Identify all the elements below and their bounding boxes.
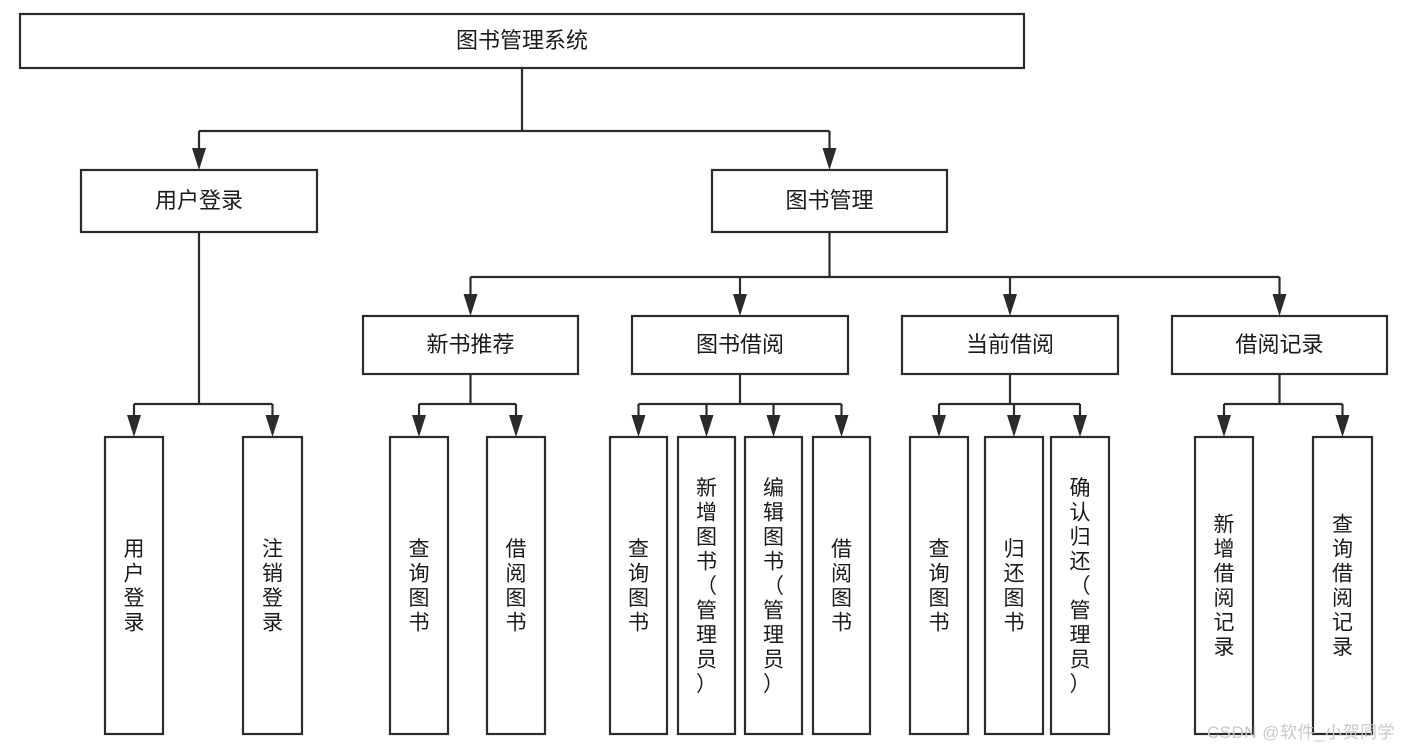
node-label: 当前借阅 xyxy=(966,332,1054,357)
node-borrow-record[interactable]: 借阅记录 xyxy=(1170,314,1389,376)
node-label: 新增图书（管理员） xyxy=(696,477,717,696)
node-box[interactable] xyxy=(608,435,669,736)
arrow-head-icon xyxy=(932,415,946,437)
arrow-head-icon xyxy=(766,415,781,437)
node-leaf-confirm-return[interactable]: 确认归还（管理员） xyxy=(1049,435,1111,736)
node-label: 图书管理系统 xyxy=(456,28,588,53)
node-box[interactable] xyxy=(361,314,580,376)
node-box[interactable] xyxy=(900,314,1120,376)
arrow-head-icon xyxy=(822,148,837,170)
node-root[interactable]: 图书管理系统 xyxy=(18,12,1026,70)
node-user-login[interactable]: 用户登录 xyxy=(79,168,319,234)
node-new-book-recommend[interactable]: 新书推荐 xyxy=(361,314,580,376)
arrow-head-icon xyxy=(1335,415,1350,437)
node-leaf-add-record[interactable]: 新增借阅记录 xyxy=(1193,435,1255,736)
node-box[interactable] xyxy=(1049,435,1111,736)
node-label: 借阅图书 xyxy=(506,538,527,635)
node-label: 图书管理 xyxy=(785,188,873,213)
arrow-head-icon xyxy=(1217,415,1231,437)
edge-group-borrow-record xyxy=(1217,374,1350,437)
node-label: 归还图书 xyxy=(1004,538,1025,635)
edge-group-root xyxy=(192,68,837,170)
arrow-head-icon xyxy=(192,148,206,170)
arrow-head-icon xyxy=(699,415,714,437)
node-box[interactable] xyxy=(485,435,547,736)
node-box[interactable] xyxy=(18,12,1026,70)
node-leaf-borrow-book-rec[interactable]: 借阅图书 xyxy=(485,435,547,736)
node-box[interactable] xyxy=(1193,435,1255,736)
node-box[interactable] xyxy=(743,435,804,736)
arrow-head-icon xyxy=(733,294,747,316)
edge-group-user-login xyxy=(127,232,280,437)
node-box[interactable] xyxy=(79,168,319,234)
arrow-head-icon xyxy=(127,415,141,437)
arrow-head-icon xyxy=(265,415,280,437)
node-box[interactable] xyxy=(811,435,872,736)
arrow-head-icon xyxy=(509,415,523,437)
edge-group-book-manage xyxy=(463,232,1287,316)
node-label: 查询图书 xyxy=(929,538,950,635)
node-box[interactable] xyxy=(103,435,165,736)
node-box[interactable] xyxy=(1311,435,1374,736)
node-leaf-query-book-cur[interactable]: 查询图书 xyxy=(908,435,970,736)
node-label: 新书推荐 xyxy=(426,332,514,357)
connector-lines-layer xyxy=(127,68,1350,437)
node-box[interactable] xyxy=(710,168,949,234)
node-leaf-return-book[interactable]: 归还图书 xyxy=(983,435,1045,736)
node-label: 编辑图书（管理员） xyxy=(763,477,784,696)
node-label: 注销登录 xyxy=(262,538,283,635)
edge-group-current-borrow xyxy=(932,374,1087,437)
node-label: 借阅图书 xyxy=(831,538,852,635)
node-label: 用户登录 xyxy=(155,188,243,213)
node-label: 用户登录 xyxy=(124,538,145,635)
edge-group-book-borrow xyxy=(631,374,849,437)
arrow-head-icon xyxy=(412,415,426,437)
node-box[interactable] xyxy=(983,435,1045,736)
node-leaf-borrow-book[interactable]: 借阅图书 xyxy=(811,435,872,736)
arrow-head-icon xyxy=(1003,294,1017,316)
node-book-borrow[interactable]: 图书借阅 xyxy=(630,314,850,376)
node-label: 借阅记录 xyxy=(1235,332,1323,357)
node-label: 查询借阅记录 xyxy=(1332,514,1353,660)
node-label: 图书借阅 xyxy=(696,332,784,357)
node-label: 新增借阅记录 xyxy=(1214,514,1235,660)
node-leaf-user-login[interactable]: 用户登录 xyxy=(103,435,165,736)
node-box[interactable] xyxy=(630,314,850,376)
node-label: 查询图书 xyxy=(628,538,649,635)
node-leaf-query-record[interactable]: 查询借阅记录 xyxy=(1311,435,1374,736)
node-box[interactable] xyxy=(676,435,737,736)
node-book-manage[interactable]: 图书管理 xyxy=(710,168,949,234)
arrow-head-icon xyxy=(463,294,478,316)
node-leaf-query-book-borrow[interactable]: 查询图书 xyxy=(608,435,669,736)
node-label: 查询图书 xyxy=(409,538,430,635)
arrow-head-icon xyxy=(1272,294,1287,316)
arrow-head-icon xyxy=(834,415,849,437)
node-leaf-user-logout[interactable]: 注销登录 xyxy=(241,435,304,736)
arrow-head-icon xyxy=(1007,415,1021,437)
node-leaf-add-book[interactable]: 新增图书（管理员） xyxy=(676,435,737,736)
node-leaf-query-book-rec[interactable]: 查询图书 xyxy=(388,435,450,736)
arrow-head-icon xyxy=(631,415,646,437)
node-label: 确认归还（管理员） xyxy=(1070,477,1091,696)
node-box[interactable] xyxy=(1170,314,1389,376)
nodes-layer: 图书管理系统用户登录图书管理新书推荐图书借阅当前借阅借阅记录用户登录注销登录查询… xyxy=(18,12,1389,736)
node-box[interactable] xyxy=(388,435,450,736)
node-box[interactable] xyxy=(908,435,970,736)
node-leaf-edit-book[interactable]: 编辑图书（管理员） xyxy=(743,435,804,736)
node-current-borrow[interactable]: 当前借阅 xyxy=(900,314,1120,376)
edge-group-new-book-recommend xyxy=(412,374,523,437)
node-box[interactable] xyxy=(241,435,304,736)
arrow-head-icon xyxy=(1073,415,1087,437)
